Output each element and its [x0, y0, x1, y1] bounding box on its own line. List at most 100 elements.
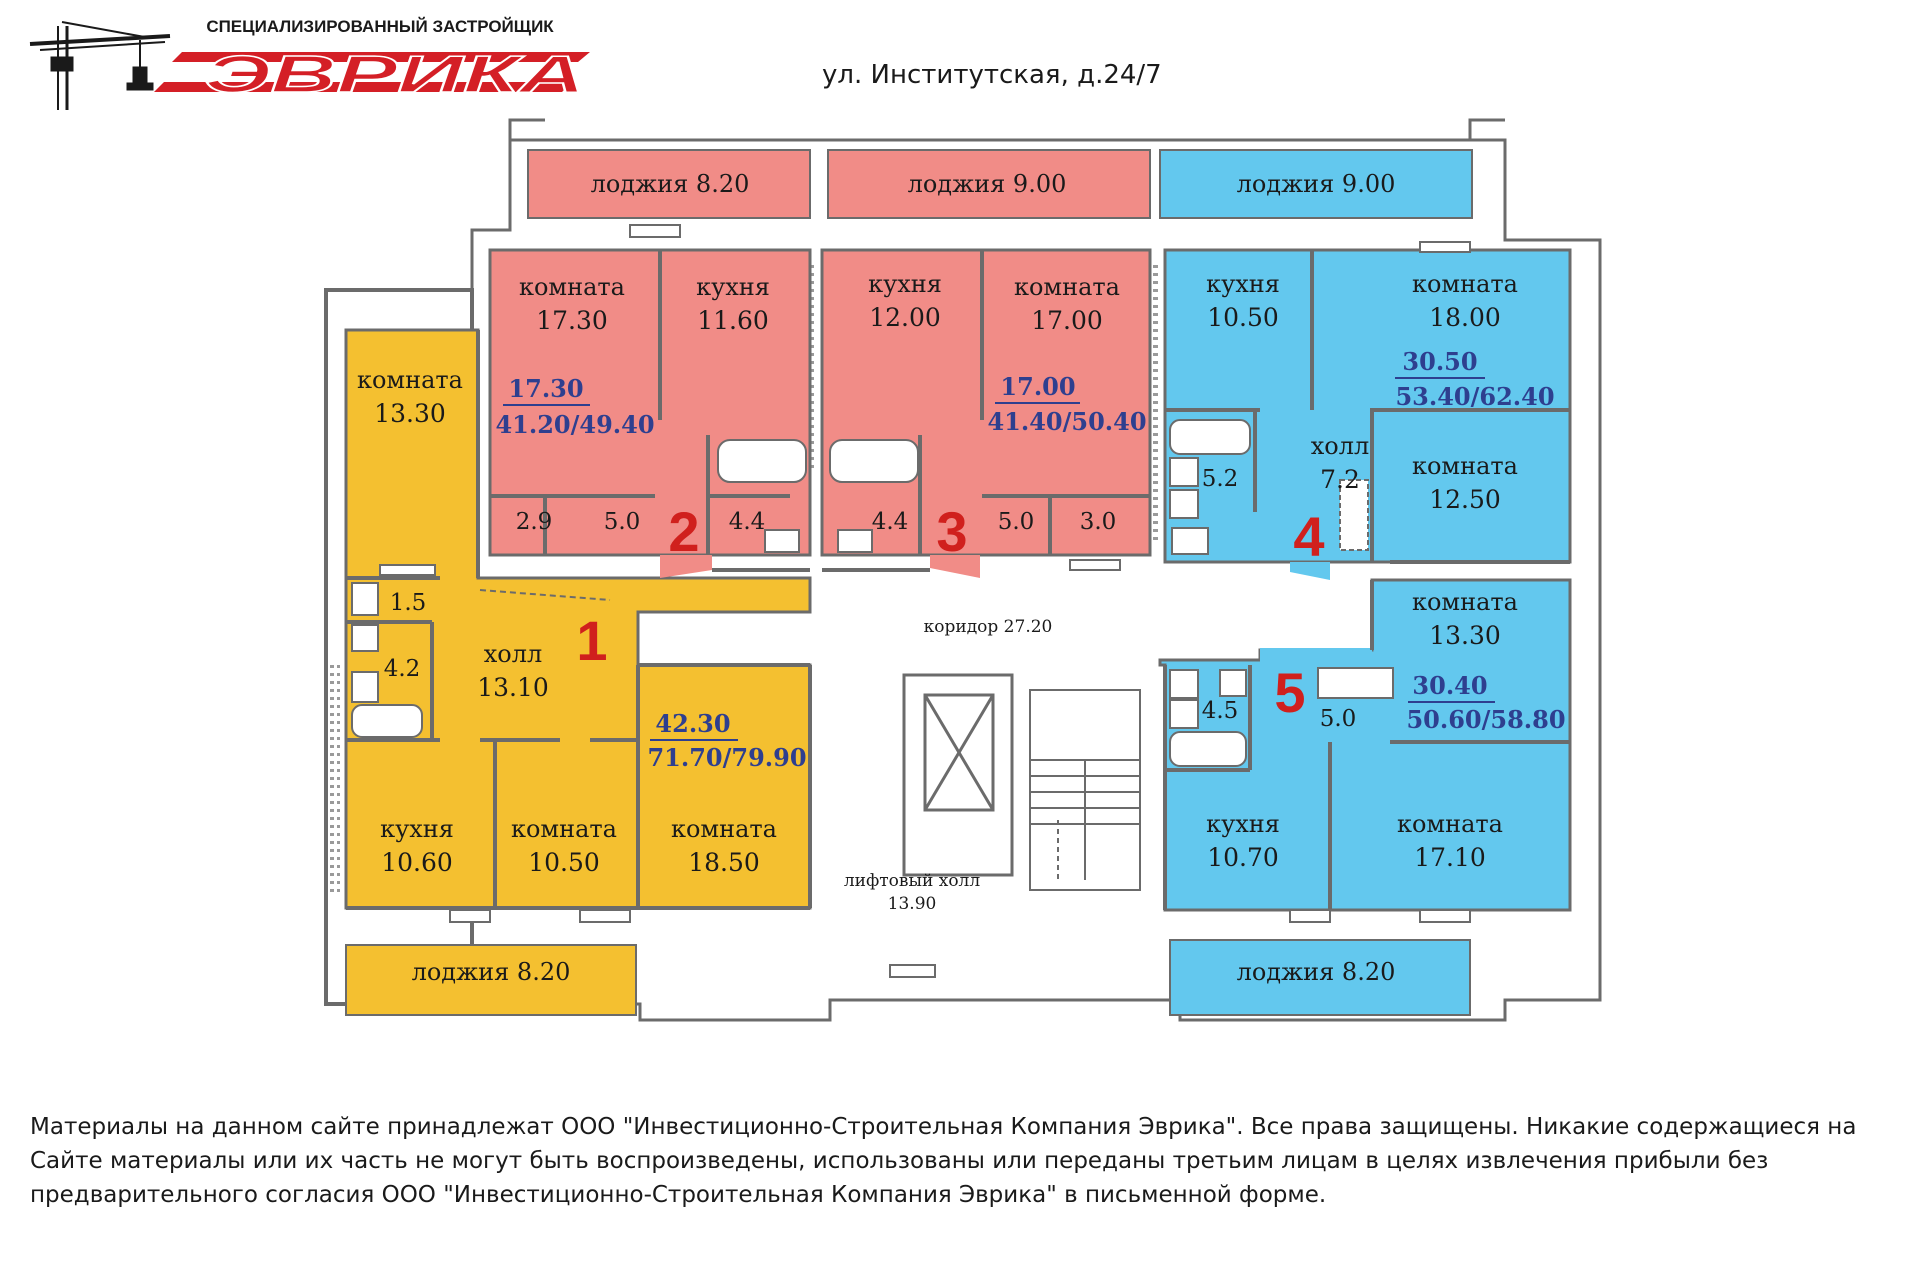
apartment-3-entry [930, 555, 980, 578]
apartment-1-bath-area: 4.2 [384, 656, 421, 682]
apartment-1-hall-label: холл [484, 640, 542, 668]
apartment-2-kitchen-area: 11.60 [697, 306, 769, 335]
apartment-2-bath-area: 4.4 [729, 509, 766, 535]
apartment-5-summary-living: 30.40 [1412, 671, 1487, 700]
bathtub-icon [351, 704, 423, 738]
apartment-1-summary-living: 42.30 [655, 709, 730, 738]
apartment-1-room2-label: комната [511, 815, 617, 843]
apartment-4-room1-area: 18.00 [1429, 303, 1501, 332]
apartment-2-entry [660, 555, 712, 578]
apartment-1-room1-label: комната [357, 366, 463, 394]
apartment-4-walls [1165, 250, 1570, 564]
elevator [902, 673, 1014, 877]
apartment-2-kitchen-label: кухня [696, 273, 770, 301]
apartment-5-kitchen-label: кухня [1206, 810, 1280, 838]
apartment-1-kitchen-area: 10.60 [381, 848, 453, 877]
apartment-3-area-b: 3.0 [1080, 509, 1117, 535]
apartment-2-summary-living: 17.30 [508, 374, 583, 403]
apartment-5-kitchen-area: 10.70 [1207, 843, 1279, 872]
apartment-3-loggia [827, 149, 1151, 219]
shower-icon [1219, 669, 1247, 697]
apartment-1-hall-area: 13.10 [477, 673, 549, 702]
apartment-1-room2-area: 10.50 [528, 848, 600, 877]
apartment-4-fixtures [1169, 241, 1471, 555]
apartment-5-room1-area: 13.30 [1429, 621, 1501, 650]
apartment-2[interactable]: комната 17.30 кухня 11.60 17.30 41.20/49… [488, 149, 812, 578]
apartment-4-hall-area: 7.2 [1320, 465, 1360, 494]
apartment-1[interactable]: комната 13.30 1.5 4.2 холл 13.10 1 42.30… [344, 328, 812, 1016]
apartment-2-fixtures [629, 224, 807, 553]
window-icon [629, 224, 681, 238]
apartment-4-summary-living: 30.50 [1402, 347, 1477, 376]
shower-icon [1169, 489, 1199, 519]
apartment-5-summary-total: 50.60/58.80 [1406, 705, 1565, 734]
lift-hall-area: 13.90 [888, 894, 937, 914]
partition-dashed [479, 589, 611, 601]
apartment-1-loggia [345, 944, 637, 1016]
lift-hall-label: лифтовый холл [844, 871, 981, 891]
apartment-2-number: 2 [668, 500, 699, 563]
apartment-1-room3-label: комната [671, 815, 777, 843]
address: ул. Институтская, д.24/7 [822, 60, 1162, 90]
logo-text: ЭВРИКА [205, 46, 585, 104]
apartment-2-room-area: 17.30 [536, 306, 608, 335]
apartment-5-walls [1163, 580, 1570, 910]
apartment-3-room-area: 17.00 [1031, 306, 1103, 335]
apartment-4-entry [1290, 562, 1330, 580]
apartment-2-loggia [527, 149, 811, 219]
apartment-4-room2-area: 12.50 [1429, 485, 1501, 514]
apartment-5-number: 5 [1274, 661, 1305, 724]
apartment-5[interactable]: комната 13.30 30.40 50.60/58.80 4.5 5 5.… [1158, 578, 1572, 1016]
sink-icon [1169, 669, 1199, 699]
apartment-4-room1-label: комната [1412, 270, 1518, 298]
toilet-icon [351, 582, 379, 616]
logo-banner [154, 52, 590, 92]
company-logo: СПЕЦИАЛИЗИРОВАННЫЙ ЗАСТРОЙЩИК ЭВРИКА [29, 17, 590, 110]
apartment-2-summary-total: 41.20/49.40 [495, 410, 654, 439]
apartment-4-hall-label: холл [1311, 432, 1369, 460]
apartment-1-wc-area: 1.5 [390, 590, 427, 616]
apartment-4[interactable]: кухня 10.50 комната 18.00 30.50 53.40/62… [1159, 149, 1572, 580]
apartment-1-walls [346, 330, 812, 910]
toilet-icon [837, 529, 873, 553]
apartment-3-loggia: лоджия 9.00 [908, 170, 1067, 198]
common-areas: коридор 27.20 лифтовый холл 13.90 [449, 617, 1471, 978]
apartment-5-loggia: лоджия 8.20 [1237, 958, 1396, 986]
staircase [1029, 689, 1141, 891]
kitchen-stove-icon [1069, 559, 1121, 571]
apartment-5-room1-label: комната [1412, 588, 1518, 616]
apartment-4-summary-total: 53.40/62.40 [1395, 382, 1554, 411]
apartment-2-area-a: 2.9 [516, 509, 553, 535]
apartment-1-fixtures [351, 564, 436, 738]
shower-icon [351, 624, 379, 652]
wardrobe-icon [1317, 667, 1394, 699]
wardrobe-icon [1339, 479, 1369, 551]
apartment-4-room2-label: комната [1412, 452, 1518, 480]
logo-caption: СПЕЦИАЛИЗИРОВАННЫЙ ЗАСТРОЙЩИК [206, 17, 554, 36]
apartment-3-room-label: комната [1014, 273, 1120, 301]
apartment-1-number: 1 [576, 609, 607, 672]
apartment-3-kitchen-label: кухня [868, 270, 942, 298]
apartment-1-summary-total: 71.70/79.90 [647, 743, 806, 772]
toilet-icon [764, 529, 800, 553]
kitchen-stove-icon [379, 564, 436, 576]
apartment-5-fixtures [1169, 667, 1394, 767]
apartment-4-bath-area: 5.2 [1202, 466, 1239, 492]
apartment-5-room2-label: комната [1397, 810, 1503, 838]
apartment-2-loggia: лоджия 8.20 [591, 170, 750, 198]
copyright-notice: Материалы на данном сайте принадлежат ОО… [30, 1114, 1857, 1208]
bathtub-icon [1169, 731, 1247, 767]
apartment-3-walls [822, 250, 1150, 572]
apartment-3[interactable]: кухня 12.00 комната 17.00 17.00 41.40/50… [820, 149, 1152, 578]
windows [449, 909, 1471, 978]
apartment-3-summary-total: 41.40/50.40 [987, 407, 1146, 436]
apartment-3-summary-living: 17.00 [1000, 372, 1075, 401]
bathtub-icon [1169, 419, 1251, 455]
apartment-1-kitchen-label: кухня [380, 815, 454, 843]
apartment-4-kitchen-area: 10.50 [1207, 303, 1279, 332]
apartment-4-loggia: лоджия 9.00 [1237, 170, 1396, 198]
apartment-3-area-a: 5.0 [998, 509, 1035, 535]
apartment-4-loggia [1159, 149, 1473, 219]
apartment-4-number: 4 [1293, 505, 1324, 568]
